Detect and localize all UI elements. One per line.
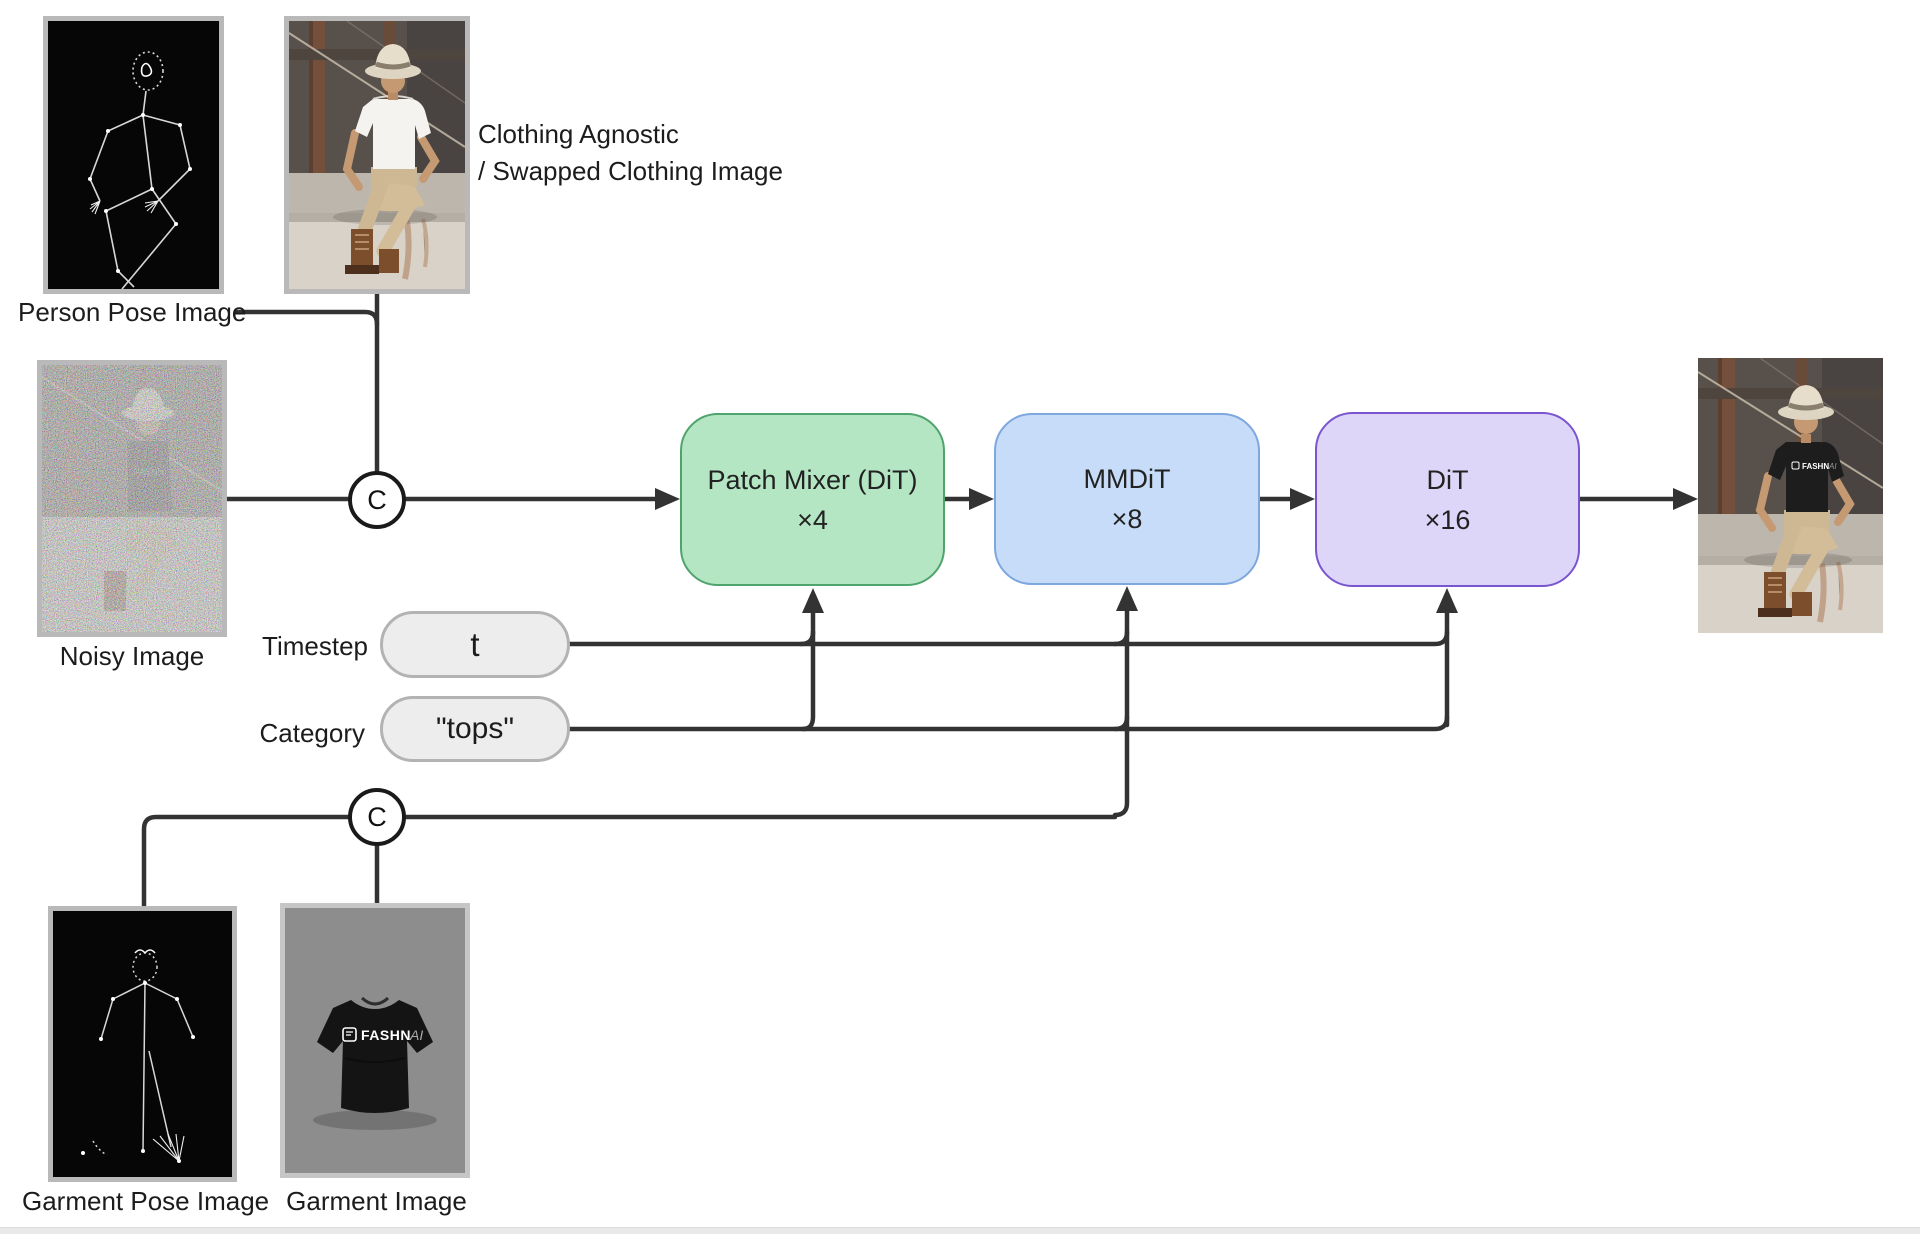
garment-image-label: Garment Image [286,1186,467,1216]
arrowhead-into-dit [1290,488,1315,510]
arrowhead-mmdit-bottom [1116,586,1138,611]
category-value: "tops" [435,712,514,745]
wire-patchmixer-stem [800,610,816,732]
clothing-agnostic-caption-line2: / Swapped Clothing Image [478,156,783,186]
garment-image: FASHN AI [280,903,470,1178]
wire-timestep [567,629,1450,647]
person-pose-image [43,16,224,294]
output-image: FASHN AI [1698,358,1883,633]
arrowhead-into-mmdit [969,488,994,510]
garment-pose-skeleton [53,911,232,1177]
wire-concat2-left [141,814,351,909]
dit-label: DiT [1426,464,1469,495]
noisy-image-label: Noisy Image [59,641,205,671]
arrowhead-patchmixer-bottom [802,588,824,613]
output-photo: FASHN AI [1698,358,1883,633]
noisy-image: FASHN [37,360,227,637]
concat-node-1-symbol: C [367,484,387,515]
garment-pose-label: Garment Pose Image [22,1186,270,1216]
concat-node-2: C [348,788,406,846]
mmdit-block: MMDiT ×8 [994,413,1260,585]
wire-merge-t-mmdit [1112,629,1130,647]
person-pose-label: Person Pose Image [18,297,247,327]
fashn-logo-brand: FASHN [361,1027,411,1043]
dit-block: DiT ×16 [1315,412,1580,587]
fashn-logo: FASHN AI [342,1027,423,1043]
category-pill: "tops" [380,696,570,762]
clothing-agnostic-image [284,16,470,294]
arrowhead-into-output [1673,488,1698,510]
patch-mixer-block: Patch Mixer (DiT) ×4 [680,413,945,586]
concat-node-2-symbol: C [367,801,387,832]
arrowhead-into-patchmixer [655,488,680,510]
garment-pose-image [48,906,237,1182]
garment-photo: FASHN AI [285,908,465,1173]
mmdit-label: MMDiT [1083,464,1171,494]
category-label: Category [259,718,366,748]
output-logo-brand: FASHN [1802,462,1829,471]
wire-personpose-label [233,309,380,327]
noisy-photo: FASHN [42,365,222,632]
wire-mmdit-stem [1112,607,1130,818]
dit-repeat: ×16 [1424,504,1471,535]
fashn-logo-suffix: AI [409,1027,423,1043]
timestep-pill: t [380,611,570,678]
wire-merge-tops-mmdit [1112,714,1130,732]
clothing-agnostic-photo [289,21,465,289]
timestep-label: Timestep [262,631,368,661]
patch-mixer-repeat: ×4 [797,504,828,535]
output-shirt-logo: FASHN AI [1791,461,1837,471]
clothing-agnostic-caption: Clothing Agnostic / Swapped Clothing Ima… [478,116,783,190]
bottom-strip [0,1227,1920,1234]
output-logo-suffix: AI [1828,462,1837,471]
patch-mixer-label: Patch Mixer (DiT) [707,464,918,495]
wire-category [567,714,1450,732]
mmdit-repeat: ×8 [1111,504,1143,534]
person-pose-skeleton [48,21,219,289]
arrowhead-dit-bottom [1436,588,1458,613]
clothing-agnostic-caption-line1: Clothing Agnostic [478,119,679,149]
wire-merge-t-patch [798,629,816,647]
timestep-value: t [470,625,480,663]
concat-node-1: C [348,471,406,529]
